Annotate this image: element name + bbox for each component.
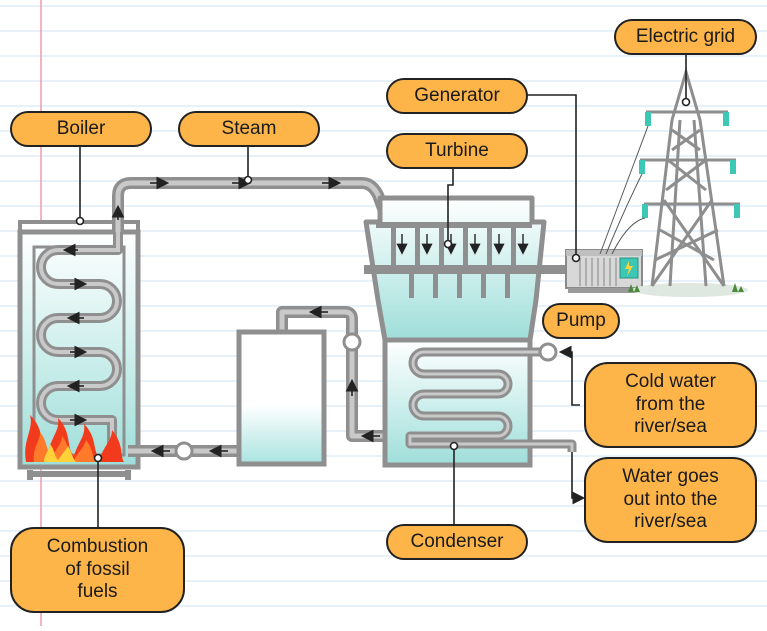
- turbine-housing: [363, 195, 574, 343]
- label-combustion: Combustion of fossil fuels: [10, 527, 185, 613]
- leader-lines: [79, 55, 687, 530]
- label-pump: Pump: [542, 303, 620, 339]
- leader-dots: [75, 97, 691, 463]
- pump-circle-feed: [342, 332, 362, 352]
- label-generator: Generator: [386, 78, 528, 114]
- power-cables: [599, 125, 649, 255]
- label-steam: Steam: [178, 111, 320, 147]
- condenser-box: [382, 337, 577, 468]
- flames: [25, 415, 125, 462]
- grass: [628, 283, 744, 292]
- label-boiler: Boiler: [10, 111, 152, 147]
- river-connectors: [558, 345, 586, 505]
- label-condenser: Condenser: [386, 524, 528, 560]
- feedwater-tank: [236, 329, 327, 467]
- label-electric-grid: Electric grid: [614, 19, 757, 55]
- label-water-out: Water goes out into the river/sea: [584, 457, 757, 543]
- pipe-arrows: [111, 176, 380, 458]
- pump-circle-return: [174, 441, 194, 461]
- label-cold-water: Cold water from the river/sea: [584, 362, 757, 448]
- label-turbine: Turbine: [386, 133, 528, 169]
- coil-arrows: [62, 243, 88, 427]
- insulators: [639, 112, 740, 218]
- generator: [565, 249, 643, 293]
